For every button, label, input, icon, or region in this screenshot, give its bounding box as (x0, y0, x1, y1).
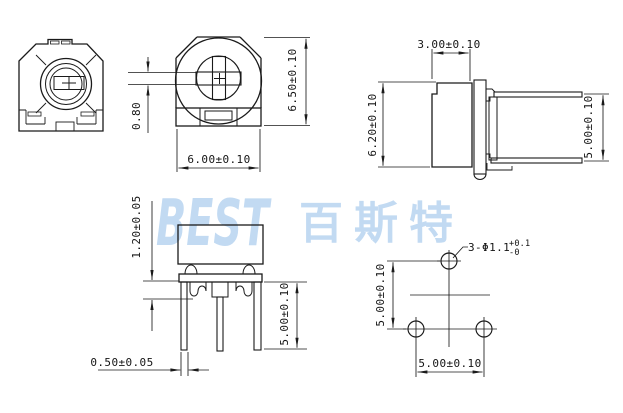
center-pin (216, 296, 224, 352)
hole-tolerance-upper: +0.1 (509, 239, 530, 249)
dim-body-height: 6.20±0.10 (366, 93, 379, 156)
dim-front-width: 6.00±0.10 (187, 153, 250, 166)
flange (178, 273, 263, 283)
body-corners (175, 36, 262, 108)
cross-slot-vertical (211, 55, 227, 101)
cross-slot-horizontal (195, 71, 242, 86)
dim-pin-length: 5.00±0.10 (278, 282, 291, 345)
hole-bottom-left (407, 320, 425, 338)
dim-pin-width: 0.50±0.05 (90, 356, 153, 369)
footprint-dimensions: 3-Φ1.1 +0.1 -0 5.00±0.10 5.00±0.10 (374, 239, 530, 377)
rotor-plate (473, 79, 487, 175)
bottom-view-dimensions: 1.20±0.05 5.00±0.10 0.50±0.05 (90, 195, 307, 376)
hole-top (440, 252, 458, 270)
front-view-dimensions: 0.80 6.50±0.10 6.00±0.10 (128, 37, 310, 172)
watermark-cjk-text: 百斯特 (299, 198, 464, 249)
hole-tolerance-lower: -0 (509, 248, 520, 258)
hole-callout: 3-Φ1.1 (468, 241, 510, 254)
leg-left (180, 281, 188, 351)
rotor-outer-circle (39, 57, 93, 111)
hole-bottom-right (475, 320, 493, 338)
housing-outline (18, 38, 104, 132)
dim-rotor-depth: 3.00±0.10 (417, 38, 480, 51)
footprint-view: 3-Φ1.1 +0.1 -0 5.00±0.10 5.00±0.10 (374, 239, 530, 377)
dim-horizontal-pitch: 5.00±0.10 (418, 357, 481, 370)
cap-body (177, 224, 264, 265)
watermark: BEST 百斯特 (156, 186, 464, 261)
side-view-dimensions: 3.00±0.10 6.20±0.10 5.00±0.10 (366, 38, 609, 168)
pin-top (493, 91, 583, 98)
front-detail-view (18, 38, 104, 132)
side-view: 3.00±0.10 6.20±0.10 5.00±0.10 (366, 38, 609, 181)
base-strip (175, 107, 262, 127)
ceramic-body (431, 82, 473, 168)
bottom-feet (19, 109, 103, 125)
pin-bottom (490, 157, 583, 164)
dim-slot-width: 0.80 (130, 102, 143, 130)
dim-front-height: 6.50±0.10 (286, 48, 299, 111)
dim-vertical-pitch: 5.00±0.10 (374, 263, 387, 326)
front-view: 0.80 6.50±0.10 6.00±0.10 (128, 36, 310, 172)
watermark-latin-text: BEST (156, 186, 272, 261)
leg-right (253, 281, 262, 351)
dim-pin-spacing: 5.00±0.10 (582, 95, 595, 158)
bottom-view: 1.20±0.05 5.00±0.10 0.50±0.05 (90, 195, 307, 376)
leader-line (452, 246, 468, 259)
dim-standoff: 1.20±0.05 (130, 195, 143, 258)
